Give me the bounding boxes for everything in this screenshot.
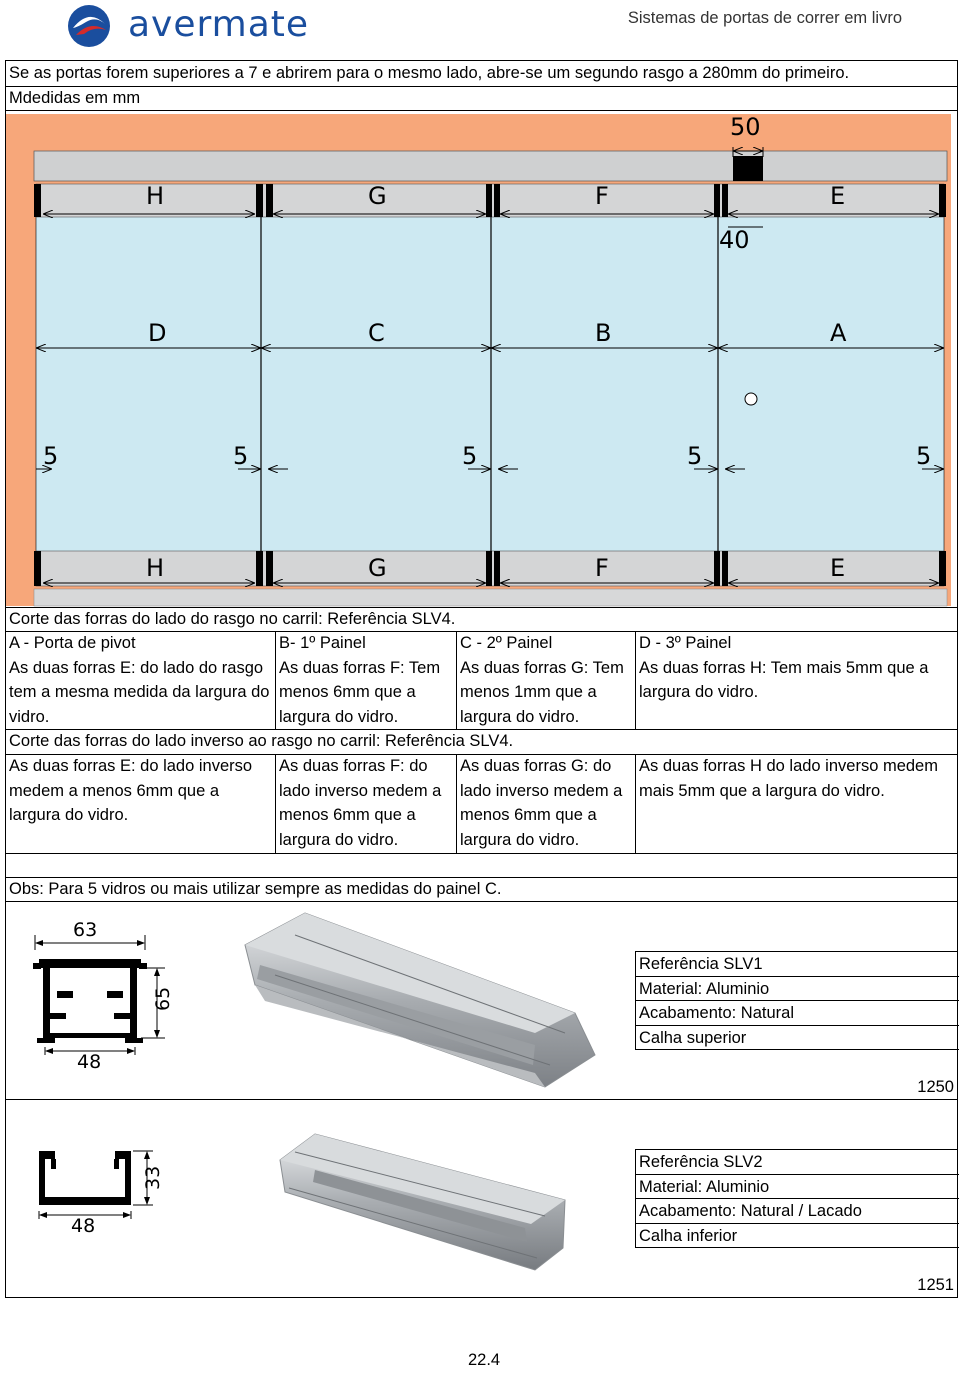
panel-c-label: C	[368, 319, 385, 347]
slv1-rail-image-icon	[244, 912, 596, 1088]
slv1-profile-drawing: 63 65 48	[25, 915, 185, 1075]
slv2-reference: Referência SLV2	[636, 1150, 959, 1175]
panel-d-label: D	[148, 319, 167, 347]
gap-label-4: 5	[687, 442, 703, 470]
section1-col-a: A - Porta de pivot As duas forras E: do …	[5, 631, 275, 729]
section2-heading: Corte das forras do lado inverso ao rasg…	[9, 732, 514, 750]
forra-bottom-f: F	[595, 554, 609, 582]
obs-note: Obs: Para 5 vidros ou mais utilizar semp…	[9, 880, 502, 898]
door-diagram-svg	[6, 114, 951, 607]
slv2-rail-image-icon	[279, 1133, 566, 1271]
forra-bottom-e: E	[830, 554, 846, 582]
slv1-dim-width-top: 63	[73, 919, 98, 941]
gap-label-5: 5	[916, 442, 932, 470]
page-title: Sistemas de portas de correr em livro	[627, 9, 902, 27]
section1-col-b: B- 1º Painel As duas forras F: Tem menos…	[275, 631, 456, 729]
col-c-body: As duas forras G: Tem menos 1mm que a la…	[460, 658, 624, 726]
intro-line-1: Se as portas forem superiores a 7 e abri…	[9, 64, 850, 82]
col-c-title: C - 2º Painel	[460, 634, 553, 652]
slv2-rail-photo	[275, 1130, 575, 1280]
gap-label-3: 5	[462, 442, 478, 470]
logo-text: avermate	[128, 4, 310, 45]
slv1-reference: Referência SLV1	[636, 952, 959, 977]
slv2-material: Material: Aluminio	[636, 1175, 959, 1199]
section1-col-c: C - 2º Painel As duas forras G: Tem meno…	[456, 631, 635, 729]
slv2-finish: Acabamento: Natural / Lacado	[636, 1199, 959, 1224]
section2-col-g: As duas forras G: do lado inverso medem …	[460, 757, 623, 849]
panel-a-label: A	[830, 319, 847, 347]
slv2-dim-height: 33	[142, 1165, 164, 1190]
slv1-rail-photo	[235, 905, 615, 1095]
col-a-title: A - Porta de pivot	[9, 634, 136, 652]
slv2-dim-width-bottom: 48	[71, 1215, 96, 1237]
section1-heading: Corte das forras do lado do rasgo no car…	[9, 610, 456, 628]
forra-top-f: F	[595, 182, 609, 210]
logo-mark-icon	[68, 5, 110, 47]
slv1-spec-table: Referência SLV1 Material: Aluminio Acaba…	[635, 951, 959, 1050]
dim-40-label: 40	[719, 226, 750, 254]
forra-top-e: E	[830, 182, 846, 210]
slv1-profile-icon	[33, 935, 165, 1055]
section2-col-e: As duas forras E: do lado inverso medem …	[9, 757, 253, 824]
main-frame	[5, 60, 958, 1298]
col-b-body: As duas forras F: Tem menos 6mm que a la…	[279, 658, 441, 726]
door-diagram: 50 40 H G F E D C B A 5 5 5 5 5 H G F E	[6, 111, 957, 607]
forra-top-g: G	[368, 182, 387, 210]
slv1-finish: Acabamento: Natural	[636, 1001, 959, 1026]
slv1-code: 1250	[917, 1078, 954, 1096]
slv2-profile-drawing: 33 48	[25, 1135, 185, 1245]
col-a-body: As duas forras E: do lado do rasgo tem a…	[9, 658, 270, 726]
slv2-code: 1251	[917, 1276, 954, 1294]
intro-line-2: Mdedidas em mm	[9, 89, 141, 107]
slv1-dim-width-bottom: 48	[77, 1051, 102, 1073]
col-d-body: As duas forras H: Tem mais 5mm que a lar…	[639, 658, 929, 702]
page-number: 22.4	[468, 1351, 501, 1369]
slv1-type: Calha superior	[636, 1026, 959, 1050]
col-b-title: B- 1º Painel	[279, 634, 366, 652]
gap-label-2: 5	[233, 442, 249, 470]
slv2-profile-icon	[38, 1150, 153, 1219]
logo: avermate	[64, 2, 324, 50]
gap-label-1: 5	[43, 442, 59, 470]
section2-col-h: As duas forras H do lado inverso medem m…	[639, 757, 938, 800]
forra-top-h: H	[146, 182, 165, 210]
slv2-spec-table: Referência SLV2 Material: Aluminio Acaba…	[635, 1149, 959, 1248]
slv2-type: Calha inferior	[636, 1224, 959, 1248]
forra-bottom-g: G	[368, 554, 387, 582]
section2-col-f: As duas forras F: do lado inverso medem …	[279, 757, 442, 849]
slv1-material: Material: Aluminio	[636, 977, 959, 1001]
section1-col-d: D - 3º Painel As duas forras H: Tem mais…	[635, 631, 958, 705]
dim-50-label: 50	[730, 113, 761, 141]
forra-bottom-h: H	[146, 554, 165, 582]
panel-b-label: B	[595, 319, 612, 347]
col-d-title: D - 3º Painel	[639, 634, 732, 652]
slv1-dim-height: 65	[152, 986, 174, 1011]
